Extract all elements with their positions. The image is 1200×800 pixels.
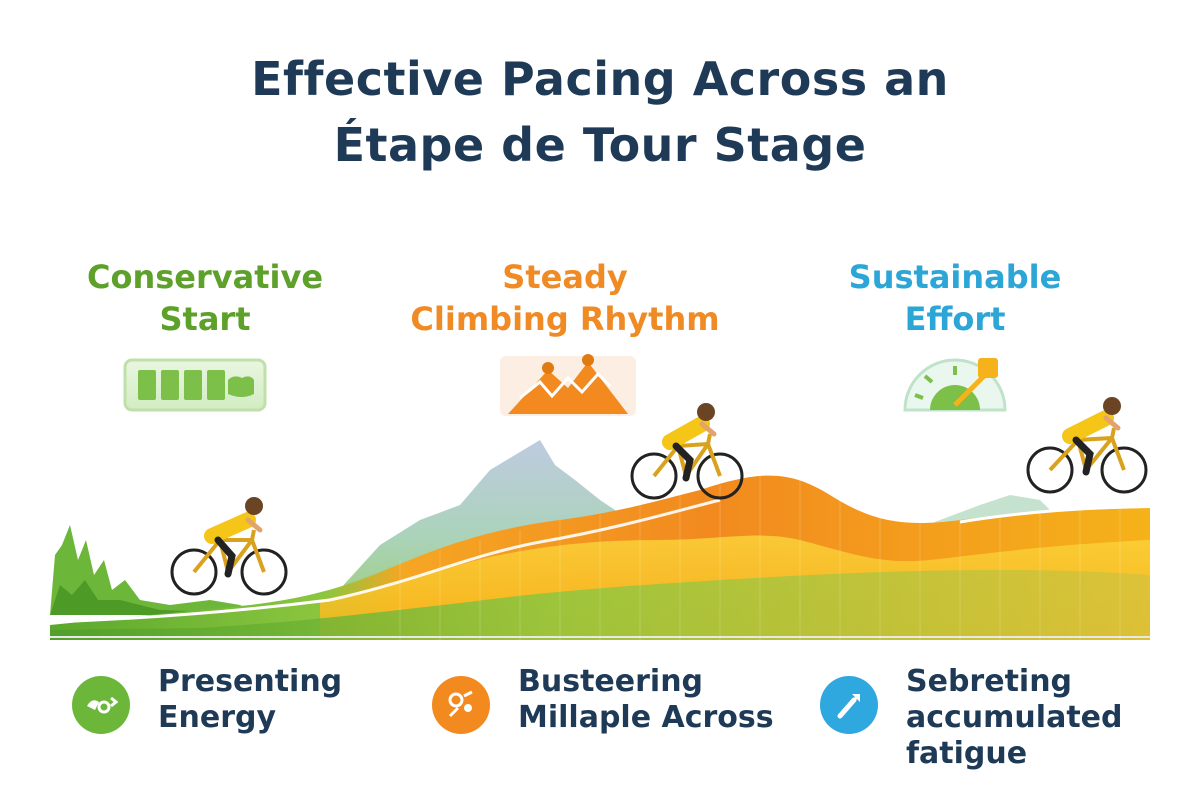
wrench-icon <box>820 676 878 734</box>
tip-1-line-2: Energy <box>158 700 277 735</box>
battery-icon <box>123 358 267 412</box>
tip-text: Presenting Energy <box>158 664 342 736</box>
phase-1-line-2: Start <box>159 300 251 338</box>
tip-3-line-3: fatigue <box>906 736 1028 771</box>
phase-label-steady-climbing: Steady Climbing Rhythm <box>380 256 750 340</box>
mountain-chart-icon <box>500 354 636 416</box>
phase-3-line-2: Effort <box>904 300 1006 338</box>
phase-2-line-2: Climbing Rhythm <box>410 300 720 338</box>
phase-label-conservative-start: Conservative Start <box>60 256 350 340</box>
tip-busteering: Busteering Millaple Across <box>432 664 774 736</box>
tools-icon <box>432 676 490 734</box>
gauge-icon <box>903 358 1007 412</box>
terrain-profile <box>49 475 1151 640</box>
page-title: Effective Pacing Across an Étape de Tour… <box>0 46 1200 178</box>
cyclist-1 <box>170 497 288 596</box>
tip-3-line-2: accumulated <box>906 700 1123 735</box>
energy-icon <box>72 676 130 734</box>
tip-text: Sebreting accumulated fatigue <box>906 664 1122 772</box>
phase-2-line-1: Steady <box>502 258 628 296</box>
tip-2-line-2: Millaple Across <box>518 700 774 735</box>
green-hills-left <box>50 525 260 615</box>
phase-label-sustainable-effort: Sustainable Effort <box>810 256 1100 340</box>
phase-3-line-1: Sustainable <box>848 258 1062 296</box>
phase-1-line-1: Conservative <box>86 258 324 296</box>
tip-presenting-energy: Presenting Energy <box>72 664 342 736</box>
tip-3-line-1: Sebreting <box>906 664 1073 699</box>
tip-2-line-1: Busteering <box>518 664 704 699</box>
tip-1-line-1: Presenting <box>158 664 343 699</box>
cyclist-2 <box>630 403 744 500</box>
title-line-2: Étape de Tour Stage <box>333 118 867 172</box>
title-line-1: Effective Pacing Across an <box>251 52 949 106</box>
tip-text: Busteering Millaple Across <box>518 664 774 736</box>
cyclist-3 <box>1026 397 1148 494</box>
tip-sebreting-fatigue: Sebreting accumulated fatigue <box>820 664 1122 772</box>
